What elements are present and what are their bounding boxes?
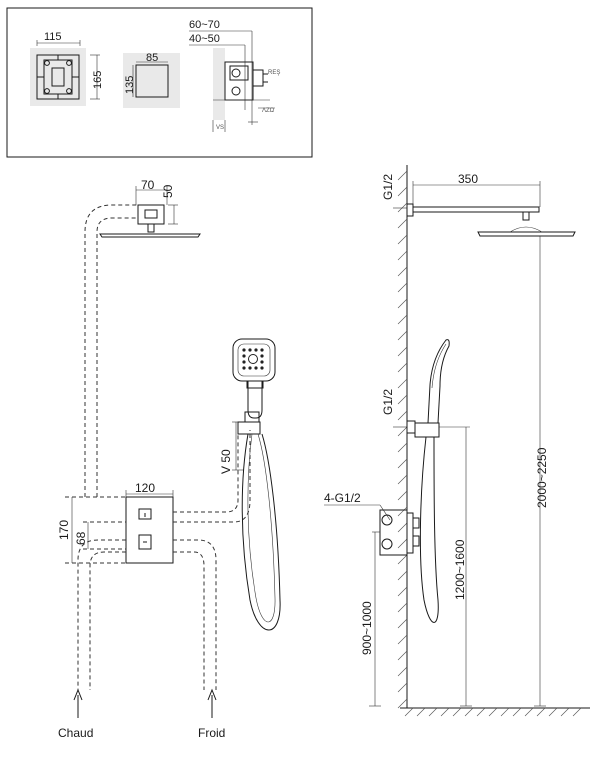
valve-threads-label: 4-G1/2 <box>324 491 361 505</box>
hand-feed-pipe-inner <box>173 430 251 523</box>
arm-length-label: 350 <box>458 172 478 186</box>
arm-flange <box>406 203 414 217</box>
side-valve-port-top <box>381 514 393 526</box>
side-dim-top-1: 60~70 <box>189 19 220 31</box>
box-height-label: 165 <box>92 71 104 89</box>
inset-frame <box>6 7 313 158</box>
hand-shower-nozzles <box>242 348 264 370</box>
side-mini-label-2: ΛZΩ <box>262 108 275 114</box>
wall-outlet <box>237 421 261 435</box>
side-valve-port-bottom <box>381 538 393 550</box>
plate-height-label: 135 <box>124 76 136 94</box>
hand-thread-label: G1/2 <box>381 389 395 415</box>
hand-feed-pipe-outer <box>173 430 239 513</box>
side-mini-label-3: VS <box>216 125 224 131</box>
box-width-label: 115 <box>44 31 62 43</box>
valve-height-total-label: 170 <box>57 520 71 540</box>
side-section-view: 60~70 40~50 REŞ ΛZΩ VS <box>189 19 280 132</box>
top-thread-label: G1/2 <box>381 174 395 200</box>
side-outlet <box>406 420 416 434</box>
hand-shower-head <box>232 338 276 382</box>
side-holder <box>414 422 440 438</box>
side-shower-head <box>477 231 576 237</box>
valve-width-label: 120 <box>135 481 155 495</box>
wall-hatching <box>397 170 408 709</box>
shower-arm <box>412 206 540 213</box>
riser-pipe-outer <box>84 204 138 497</box>
rain-shower-head <box>99 233 201 238</box>
side-mini-label-1: REŞ <box>268 70 280 76</box>
hot-arrow-icon <box>73 688 83 701</box>
cover-plate-view: 85 135 <box>123 52 180 108</box>
outlet-height-label: V 50 <box>219 449 233 474</box>
cold-arrow-icon <box>207 688 217 701</box>
rough-box-view: 115 165 <box>30 31 104 106</box>
valve-height-inner-label: 68 <box>74 531 88 545</box>
head-height-range-label: 2000~2250 <box>535 447 549 508</box>
head-width-label: 70 <box>141 178 155 192</box>
plate-width-label: 85 <box>146 52 158 64</box>
riser-pipe-inner <box>96 217 138 497</box>
floor-hatching <box>404 707 582 717</box>
hot-label: Chaud <box>58 726 93 740</box>
head-connector <box>147 223 155 233</box>
side-hand-shower <box>427 339 450 424</box>
inset-panel: 115 165 85 135 <box>6 7 313 158</box>
shower-hose <box>241 433 281 631</box>
valve-cover-plate <box>125 496 174 564</box>
side-view: G1/2 350 2000~2250 G1/2 1200~1600 4-G1/2 <box>324 165 590 717</box>
cold-label: Froid <box>198 726 225 740</box>
front-view: 70 50 120 170 68 <box>57 178 281 740</box>
head-height-label: 50 <box>161 184 175 198</box>
valve-height-range-label: 900~1000 <box>360 601 374 655</box>
cold-pipe-outer <box>173 539 217 690</box>
hot-pipe-outer <box>77 539 126 690</box>
side-hose <box>419 436 439 623</box>
cold-pipe-inner <box>173 551 205 690</box>
hand-shower-handle <box>247 381 263 419</box>
head-wall-flange <box>137 204 165 225</box>
hot-pipe-inner <box>89 551 126 690</box>
hand-height-range-label: 1200~1600 <box>453 539 467 600</box>
side-dim-top-2: 40~50 <box>189 33 220 45</box>
